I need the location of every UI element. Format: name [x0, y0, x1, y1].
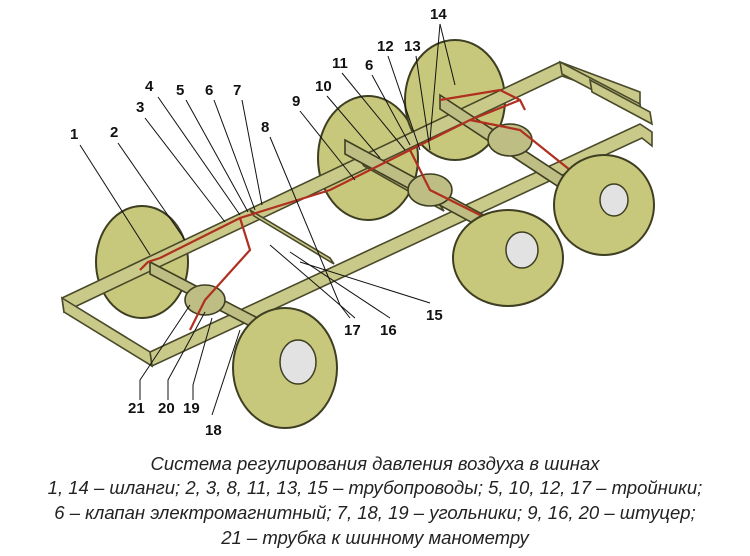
callout-19: 19	[183, 400, 200, 417]
callout-12: 12	[377, 38, 394, 55]
leader-lines	[79, 23, 456, 416]
caption-title: Система регулирования давления воздуха в…	[150, 453, 600, 474]
callout-14: 14	[430, 6, 447, 23]
callout-21: 21	[128, 400, 145, 417]
main-pipeline	[159, 98, 521, 259]
callout-15: 15	[426, 307, 443, 324]
callout-2: 2	[110, 124, 118, 141]
callout-9: 9	[292, 93, 300, 110]
caption-line-3: 21 – трубка к шинному манометру	[221, 527, 529, 548]
caption-line-2: 6 – клапан электромагнитный; 7, 18, 19 –…	[54, 502, 696, 523]
callout-4: 4	[145, 78, 154, 95]
callout-13: 13	[404, 38, 421, 55]
callout-8: 8	[261, 119, 269, 136]
callout-11: 11	[332, 55, 348, 72]
chassis-diagram: 1 2 3 4 5 6 7 8 9 10 11 6 12 13 14 15 16…	[60, 6, 655, 439]
callout-6b: 6	[365, 57, 373, 74]
cross-member-front	[60, 296, 154, 368]
pipeline-front-right	[189, 217, 252, 331]
callout-labels: 1 2 3 4 5 6 7 8 9 10 11 6 12 13 14 15 16…	[70, 6, 447, 439]
cross-member-end	[588, 78, 654, 126]
callout-7: 7	[233, 82, 241, 99]
hub-near-rear	[599, 183, 629, 217]
near-wheels	[232, 154, 655, 429]
hub-near-front	[279, 339, 317, 385]
callout-16: 16	[380, 322, 397, 339]
cross-member-mid1	[249, 209, 335, 265]
callout-17: 17	[344, 322, 361, 339]
callout-18: 18	[205, 422, 222, 439]
callout-5: 5	[176, 82, 184, 99]
pipeline-front-left	[139, 256, 161, 271]
callout-6a: 6	[205, 82, 213, 99]
callout-1: 1	[70, 126, 78, 143]
caption-line-1: 1, 14 – шланги; 2, 3, 8, 11, 13, 15 – тр…	[47, 477, 703, 498]
hub-near-middle	[505, 231, 539, 269]
callout-3: 3	[136, 99, 144, 116]
callout-20: 20	[158, 400, 175, 417]
callout-10: 10	[315, 78, 332, 95]
pipeline-upper	[439, 88, 526, 111]
